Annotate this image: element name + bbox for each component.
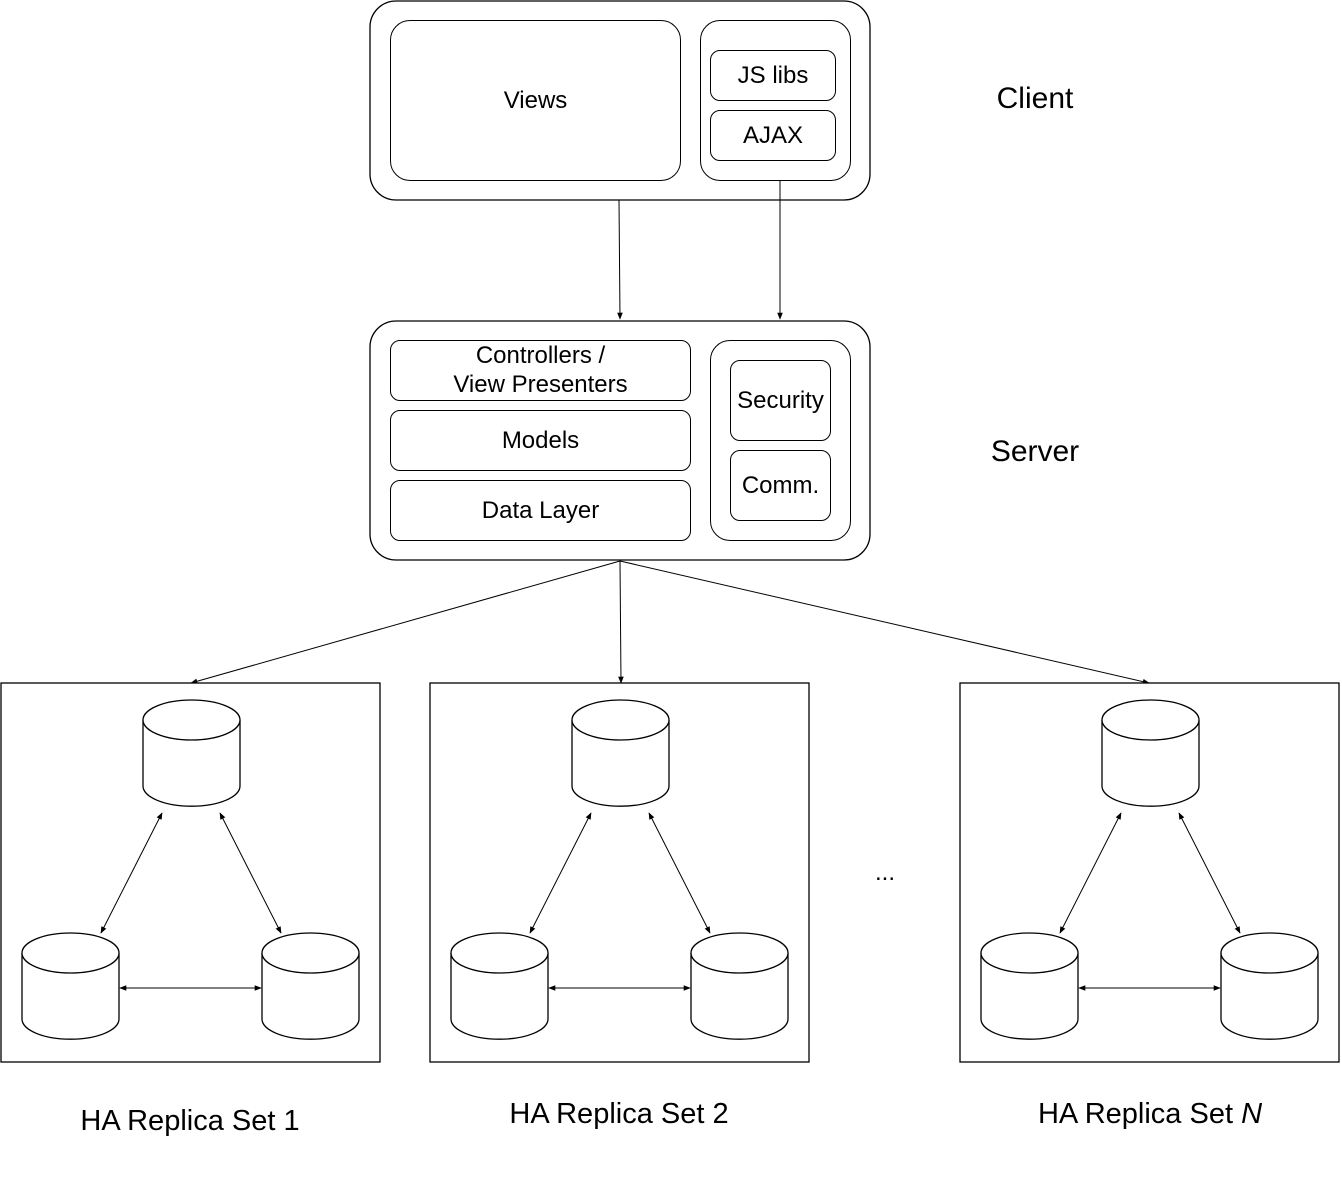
controllers-label-line1: Controllers / [475, 341, 606, 369]
controllers-box: Controllers / View Presenters [390, 340, 691, 401]
replica-set-n-caption: HA Replica Set N [990, 1093, 1310, 1135]
client-title: Client [996, 82, 1074, 116]
controllers-label-line2: View Presenters [453, 370, 628, 398]
models-label: Models [501, 426, 580, 454]
replica-set-2-caption: HA Replica Set 2 [459, 1093, 779, 1135]
server-to-replica-2-arrow [618, 560, 624, 684]
replica-set-label: HA Replica Set 2 [509, 1097, 729, 1130]
database-icon [21, 932, 120, 1040]
replica-set-label: HA Replica Set [1037, 1097, 1242, 1130]
replica-set-n [959, 682, 1340, 1063]
server-title: Server [990, 435, 1080, 469]
replication-link [648, 812, 711, 934]
database-icon [1101, 699, 1200, 807]
database-icon [261, 932, 360, 1040]
database-icon [142, 699, 241, 807]
comm-box: Comm. [730, 450, 831, 521]
data-layer-box: Data Layer [390, 480, 691, 541]
database-icon [690, 932, 789, 1040]
database-icon [1220, 932, 1319, 1040]
replication-link [1178, 812, 1241, 934]
views-label: Views [503, 86, 568, 114]
database-icon [450, 932, 549, 1040]
more-replica-sets-ellipsis: ... [874, 859, 895, 886]
server-to-replica-n-arrow [619, 560, 1150, 685]
replica-set-1 [0, 682, 381, 1063]
replica-set-2 [429, 682, 810, 1063]
views-box: Views [390, 20, 681, 181]
security-box: Security [730, 360, 831, 441]
js-libs-label: JS libs [737, 61, 809, 89]
server-to-replica-1-arrow [190, 560, 621, 684]
ajax-label: AJAX [742, 121, 804, 149]
ajax-box: AJAX [710, 110, 836, 161]
replica-set-index: N [1241, 1097, 1263, 1130]
replication-link [1059, 812, 1122, 934]
replication-link [529, 812, 592, 934]
security-label: Security [737, 386, 824, 414]
comm-label: Comm. [741, 471, 820, 499]
replica-set-label: HA Replica Set 1 [80, 1104, 300, 1137]
js-libs-box: JS libs [710, 50, 836, 101]
replication-link [100, 812, 163, 934]
views-to-server-arrow [617, 199, 623, 320]
database-icon [980, 932, 1079, 1040]
replica-set-1-caption: HA Replica Set 1 [30, 1100, 350, 1142]
replication-link [219, 812, 282, 934]
data-layer-label: Data Layer [481, 496, 600, 524]
models-box: Models [390, 410, 691, 471]
database-icon [571, 699, 670, 807]
